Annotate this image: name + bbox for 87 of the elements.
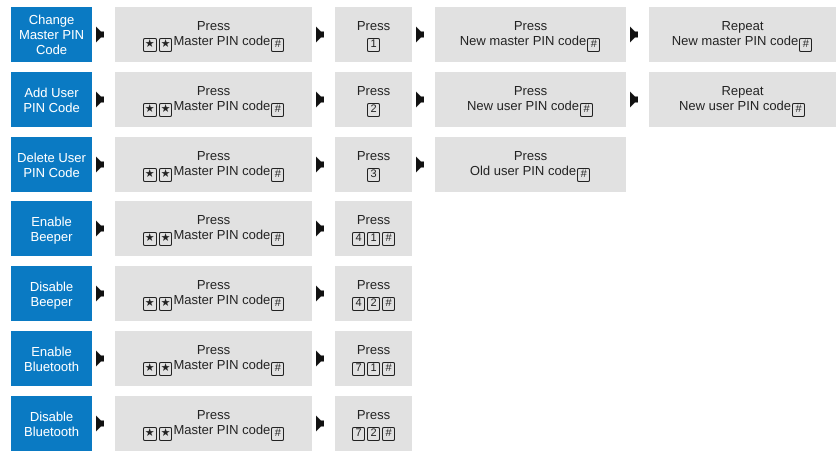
step-box <box>335 396 412 451</box>
step-instruction: New user PIN code # <box>466 98 594 116</box>
task-title: Enable Beeper <box>30 214 74 244</box>
step-verb: Press <box>356 82 390 98</box>
arrow <box>316 220 324 236</box>
task-box <box>11 201 92 256</box>
step-box <box>335 72 412 127</box>
step-box <box>115 201 312 256</box>
arrow <box>316 416 324 432</box>
step-box <box>435 7 626 62</box>
task-title: Disable Beeper <box>28 278 74 308</box>
task-title: Disable Bluetooth <box>23 408 80 438</box>
step-instruction: ★ ★ Master PIN code # <box>142 226 286 246</box>
arrow <box>316 92 324 108</box>
step-verb: Press <box>196 18 230 32</box>
arrow <box>416 26 424 42</box>
arrow <box>630 26 638 42</box>
step-box <box>115 7 312 62</box>
step-box <box>115 72 312 127</box>
step-box <box>115 137 312 192</box>
step-verb: Press <box>356 212 390 226</box>
step-box <box>115 396 312 451</box>
step-box <box>649 7 836 62</box>
step-verb: Press <box>356 342 390 356</box>
step-box <box>649 72 836 127</box>
arrow <box>316 156 324 172</box>
step-verb: Press <box>196 212 230 226</box>
step-instruction: ★ ★ Master PIN code # <box>142 162 286 182</box>
step-verb: Press <box>514 148 548 162</box>
step-instruction: New master PIN code # <box>460 32 602 52</box>
arrow <box>96 220 104 236</box>
step-instruction: ★ ★ Master PIN code # <box>142 292 286 310</box>
task-title: Delete User PIN Code <box>16 150 87 180</box>
step-instruction: 4 2 # <box>351 292 396 310</box>
step-instruction: 7 1 # <box>351 356 396 376</box>
step-instruction: 7 2 # <box>351 422 396 440</box>
step-box <box>335 201 412 256</box>
task-title: Change Master PIN Code <box>18 12 86 57</box>
arrow <box>96 350 104 366</box>
arrow <box>316 286 324 302</box>
step-instruction: 4 1 # <box>351 226 396 246</box>
arrow <box>96 26 104 42</box>
step-box <box>335 7 412 62</box>
task-box <box>11 266 92 321</box>
step-verb: Press <box>196 342 230 356</box>
step-verb: Repeat <box>722 18 764 32</box>
step-verb: Press <box>196 82 230 98</box>
step-verb: Repeat <box>722 82 764 98</box>
task-title: Enable Bluetooth <box>23 344 80 374</box>
step-box <box>335 331 412 386</box>
step-box <box>435 137 626 192</box>
arrow <box>630 92 638 108</box>
step-instruction: ★ ★ Master PIN code # <box>142 356 286 376</box>
arrow <box>96 156 104 172</box>
arrow <box>316 350 324 366</box>
arrow <box>96 92 104 108</box>
step-box <box>335 137 412 192</box>
step-box <box>115 266 312 321</box>
step-instruction: ★ ★ Master PIN code # <box>142 422 286 440</box>
task-title: Add User PIN Code <box>22 84 81 114</box>
task-box <box>11 396 92 451</box>
step-instruction: New user PIN code # <box>678 98 806 116</box>
arrow <box>96 286 104 302</box>
step-verb: Press <box>196 276 230 292</box>
arrow <box>416 92 424 108</box>
step-verb: Press <box>356 18 390 32</box>
step-verb: Press <box>356 148 390 162</box>
arrow <box>316 26 324 42</box>
arrow <box>96 416 104 432</box>
arrow <box>416 156 424 172</box>
step-verb: Press <box>356 276 390 292</box>
task-box <box>11 137 92 192</box>
step-box <box>435 72 626 127</box>
step-instruction: ★ ★ Master PIN code # <box>142 98 286 116</box>
step-box <box>335 266 412 321</box>
step-verb: Press <box>514 82 548 98</box>
step-instruction: ★ ★ Master PIN code # <box>142 32 286 52</box>
task-box <box>11 7 92 62</box>
step-instruction: Old user PIN code # <box>470 162 592 182</box>
step-verb: Press <box>196 406 230 422</box>
step-verb: Press <box>196 148 230 162</box>
step-instruction: New master PIN code # <box>672 32 814 52</box>
task-box <box>11 331 92 386</box>
step-verb: Press <box>356 406 390 422</box>
step-verb: Press <box>514 18 548 32</box>
step-box <box>115 331 312 386</box>
task-box <box>11 72 92 127</box>
